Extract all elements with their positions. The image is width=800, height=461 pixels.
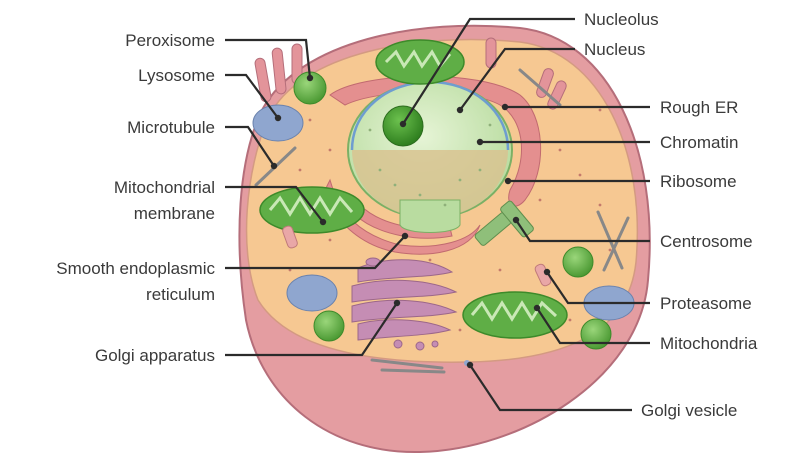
left-labels: Peroxisome Lysosome Microtubule Mitochon… [56, 31, 215, 365]
label-nucleolus: Nucleolus [584, 10, 659, 29]
label-golgi-vesicle: Golgi vesicle [641, 401, 737, 420]
label-smooth-er-line1: Smooth endoplasmic [56, 259, 215, 278]
proteasome-shapes [282, 225, 552, 287]
label-centrosome: Centrosome [660, 232, 753, 251]
label-golgi-apparatus: Golgi apparatus [95, 346, 215, 365]
label-rough-er: Rough ER [660, 98, 738, 117]
lysosome-shapes [252, 104, 635, 321]
leader-lines [225, 17, 650, 412]
label-lysosome: Lysosome [138, 66, 215, 85]
right-labels: Nucleolus Nucleus Rough ER Chromatin Rib… [584, 10, 758, 420]
label-proteasome: Proteasome [660, 294, 752, 313]
label-mitochondrial-membrane-line2: membrane [134, 204, 215, 223]
label-microtubule: Microtubule [127, 118, 215, 137]
label-nucleus: Nucleus [584, 40, 645, 59]
label-smooth-er-line2: reticulum [146, 285, 215, 304]
label-ribosome: Ribosome [660, 172, 737, 191]
label-chromatin: Chromatin [660, 133, 738, 152]
golgi-shape [351, 257, 458, 351]
mitochondria-shapes [259, 39, 568, 339]
label-mitochondrial-membrane-line1: Mitochondrial [114, 178, 215, 197]
label-mitochondria: Mitochondria [660, 334, 758, 353]
label-peroxisome: Peroxisome [125, 31, 215, 50]
